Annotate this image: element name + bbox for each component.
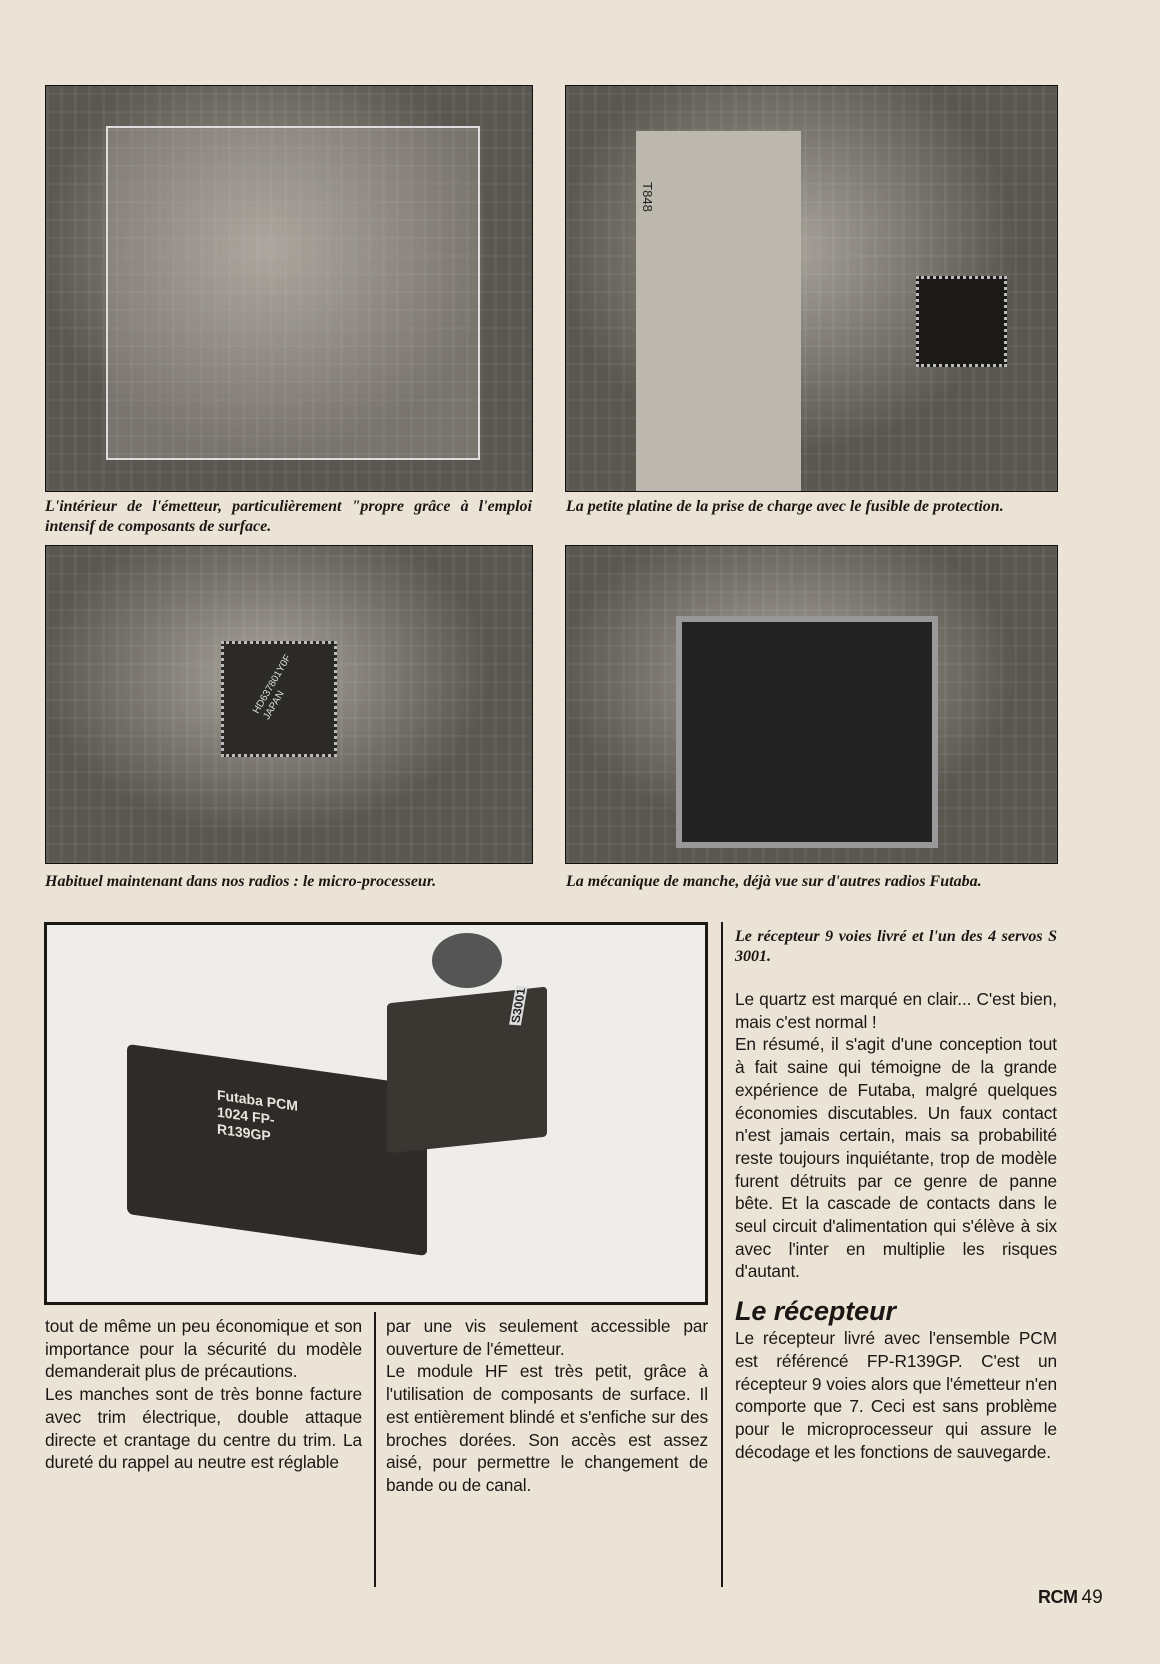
paragraph: Les manches sont de très bonne facture a… [45,1384,362,1473]
processor-chip [916,276,1007,367]
paragraph: Le récepteur livré avec l'ensemble PCM e… [735,1328,1057,1462]
photo-transmitter-interior [45,85,533,492]
caption-photo1: L'intérieur de l'émetteur, particulièrem… [45,498,532,535]
caption-photo2: La petite platine de la prise de charge … [566,498,1004,515]
servo-label: S3001 [508,985,529,1026]
servo-horn [432,933,502,988]
page-number: 49 [1081,1587,1103,1608]
caption-photo4: La mécanique de manche, déjà vue sur d'a… [566,873,982,890]
board-label: T848 [639,182,655,212]
column-rule [374,1312,376,1587]
microprocessor-chip: HD637801Y0F JAPAN [221,641,337,757]
servo: S3001 [387,985,547,1154]
paragraph: En résumé, il s'agit d'une conception to… [735,1034,1057,1282]
photo-microprocessor: HD637801Y0F JAPAN [45,545,533,864]
photo-receiver-servo: Futaba PCM 1024 FP-R139GP S3001 [44,922,708,1305]
paragraph: Le quartz est marqué en clair... C'est b… [735,989,1057,1032]
middle-column: par une vis seulement accessible par ouv… [386,1315,708,1497]
paragraph: par une vis seulement accessible par ouv… [386,1316,708,1359]
paragraph: tout de même un peu économique et son im… [45,1316,362,1382]
chip-label: HD637801Y0F JAPAN [251,653,294,722]
caption-photo3: Habituel maintenant dans nos radios : le… [45,873,437,890]
paragraph: Le module HF est très petit, grâce à l'u… [386,1361,708,1495]
stick-gimbal [676,616,938,848]
left-column: tout de même un peu économique et son im… [45,1315,362,1474]
receiver-label: Futaba PCM 1024 FP-R139GP [217,1086,298,1145]
right-column: Le quartz est marqué en clair... C'est b… [735,988,1057,1463]
caption-photo5: Le récepteur 9 voies livré et l'un des 4… [735,928,1057,965]
receiver: Futaba PCM 1024 FP-R139GP [127,1043,427,1257]
charge-board: T848 [636,131,801,491]
circuit-board [106,126,480,460]
section-heading: Le récepteur [735,1296,896,1327]
magazine-name: RCM [1038,1587,1078,1607]
column-rule [721,922,723,1587]
photo-charge-board: T848 [565,85,1058,492]
photo-stick-mechanism [565,545,1058,864]
